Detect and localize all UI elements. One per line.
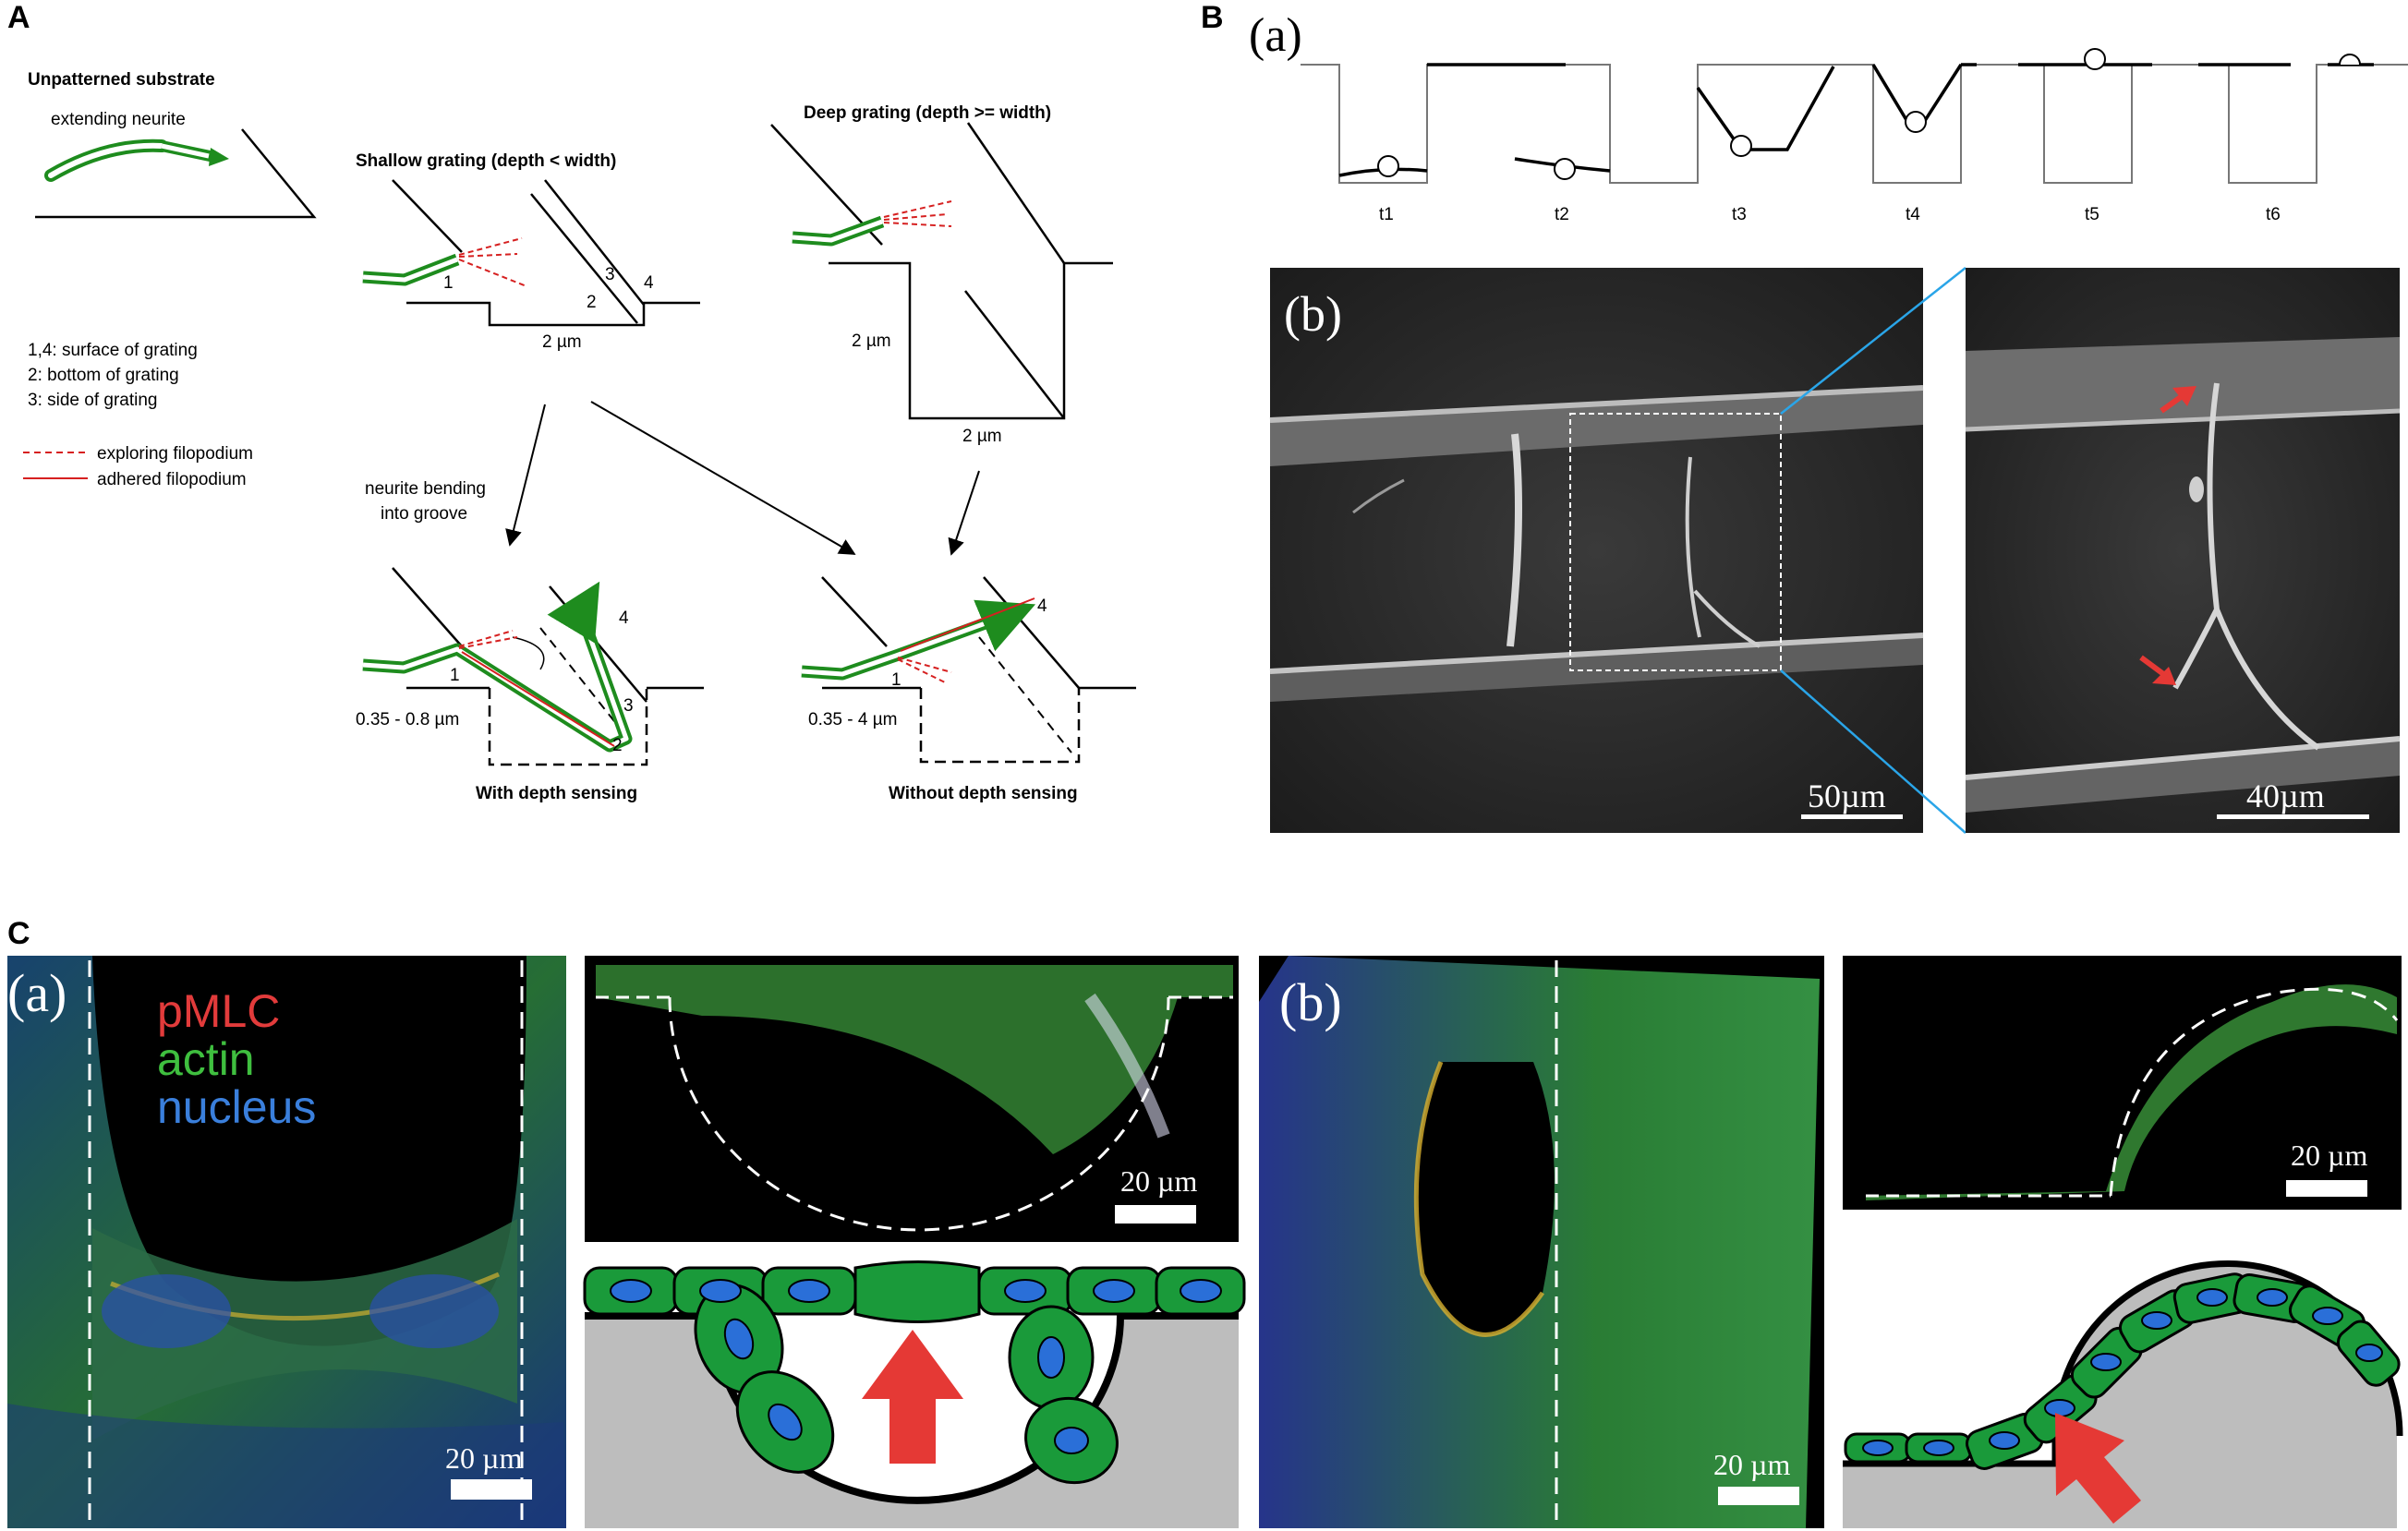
panel-label-b: B	[1201, 0, 1224, 35]
without-depth-title: Without depth sensing	[889, 784, 1078, 803]
legend-pmlc: pMLC	[157, 985, 280, 1037]
neurite-unpatterned	[44, 139, 229, 182]
with-depth-diagram	[362, 567, 704, 766]
cell-shapes	[1338, 63, 2374, 177]
c-a-schematic	[583, 1260, 1246, 1528]
timepoint-t4: t4	[1906, 205, 1920, 224]
sem-image-zoom: 40µm	[1965, 268, 2401, 833]
shallow-title: Shallow grating (depth < width)	[356, 151, 616, 171]
timepoint-t6: t6	[2266, 205, 2281, 224]
panel-b: B (a) t1 t2 t3 t4 t5 t6	[1201, 0, 2408, 834]
c-b-scale: 20 µm	[1713, 1448, 1790, 1481]
zoom-line-bottom	[1780, 669, 1966, 834]
shallow-num-1: 1	[443, 273, 454, 293]
deep-dim-height: 2 µm	[852, 332, 891, 351]
panel-label-c: C	[7, 916, 30, 951]
legend-line-1: 1,4: surface of grating	[28, 341, 198, 360]
shallow-grating	[362, 179, 700, 327]
c-b-crosssection: 20 µm	[1843, 956, 2402, 1210]
sem-scale-50: 50µm	[1808, 778, 1886, 814]
deep-title: Deep grating (depth >= width)	[804, 103, 1051, 123]
extending-neurite-label: extending neurite	[51, 110, 186, 129]
c-a-cross-scale: 20 µm	[1120, 1164, 1197, 1198]
timepoint-t3: t3	[1732, 205, 1747, 224]
unpatterned-surface	[35, 128, 317, 219]
timepoint-t1: t1	[1379, 205, 1394, 224]
unpatterned-title: Unpatterned substrate	[28, 70, 215, 90]
groove-schematic	[1301, 64, 2408, 184]
sem-image-overview: 50µm (b)	[1269, 268, 1924, 833]
arrow-to-with-depth	[505, 404, 546, 547]
c-a-crosssection: 20 µm	[585, 956, 1239, 1242]
diagonal-arrow-icon	[2055, 1413, 2141, 1524]
without-depth-diagram	[801, 576, 1136, 764]
timepoint-t2: t2	[1555, 205, 1569, 224]
bending-label-1: neurite bending	[365, 479, 486, 499]
with-depth-title: With depth sensing	[476, 784, 637, 803]
c-sub-a: (a)	[7, 963, 67, 1023]
legend-nucleus: nucleus	[157, 1081, 316, 1133]
c-sub-b: (b)	[1279, 972, 1342, 1032]
deep-grating	[770, 122, 1113, 420]
range-deep: 0.35 - 4 µm	[808, 710, 897, 729]
arrow-deep-to-without	[948, 470, 980, 556]
legend-line-3: 3: side of grating	[28, 391, 157, 410]
c-a-fluorescence: pMLC actin nucleus (a) 20 µm	[7, 956, 566, 1528]
with-num-2: 2	[612, 736, 623, 755]
shallow-num-2: 2	[587, 293, 597, 312]
shallow-dim-width: 2 µm	[542, 332, 582, 352]
b-sub-a: (a)	[1249, 9, 1302, 62]
c-b-cross-scale: 20 µm	[2291, 1139, 2367, 1172]
without-num-4: 4	[1037, 597, 1047, 616]
c-b-schematic	[1843, 1260, 2403, 1528]
panel-c: C pMLC actin nucleus (a) 20 µm	[7, 916, 2403, 1528]
arrow-shallow-to-without	[590, 401, 856, 555]
nuclei-schematic	[1377, 48, 2361, 180]
sem-scale-40: 40µm	[2246, 778, 2325, 814]
shallow-num-3: 3	[605, 265, 615, 284]
range-shallow: 0.35 - 0.8 µm	[356, 710, 459, 729]
panel-label-a: A	[7, 0, 30, 35]
deep-dim-width: 2 µm	[962, 427, 1002, 446]
c-b-fluorescence: (b) 20 µm	[1259, 956, 1824, 1528]
without-num-1: 1	[891, 670, 901, 690]
legend-exploring: exploring filopodium	[97, 444, 253, 464]
with-num-4: 4	[619, 609, 629, 628]
timepoint-t5: t5	[2085, 205, 2099, 224]
upward-arrow-icon	[862, 1330, 963, 1464]
shallow-num-4: 4	[644, 273, 654, 293]
legend-actin: actin	[157, 1033, 255, 1085]
b-sub-b: (b)	[1284, 286, 1342, 342]
legend-adhered: adhered filopodium	[97, 470, 247, 489]
bending-label-2: into groove	[381, 504, 467, 524]
c-a-scale: 20 µm	[445, 1441, 522, 1475]
with-num-3: 3	[623, 696, 634, 716]
with-num-1: 1	[450, 666, 460, 685]
zoom-line-top	[1780, 267, 1966, 415]
panel-a: A Unpatterned substrate extending neurit…	[7, 0, 1136, 803]
legend-line-2: 2: bottom of grating	[28, 366, 179, 385]
